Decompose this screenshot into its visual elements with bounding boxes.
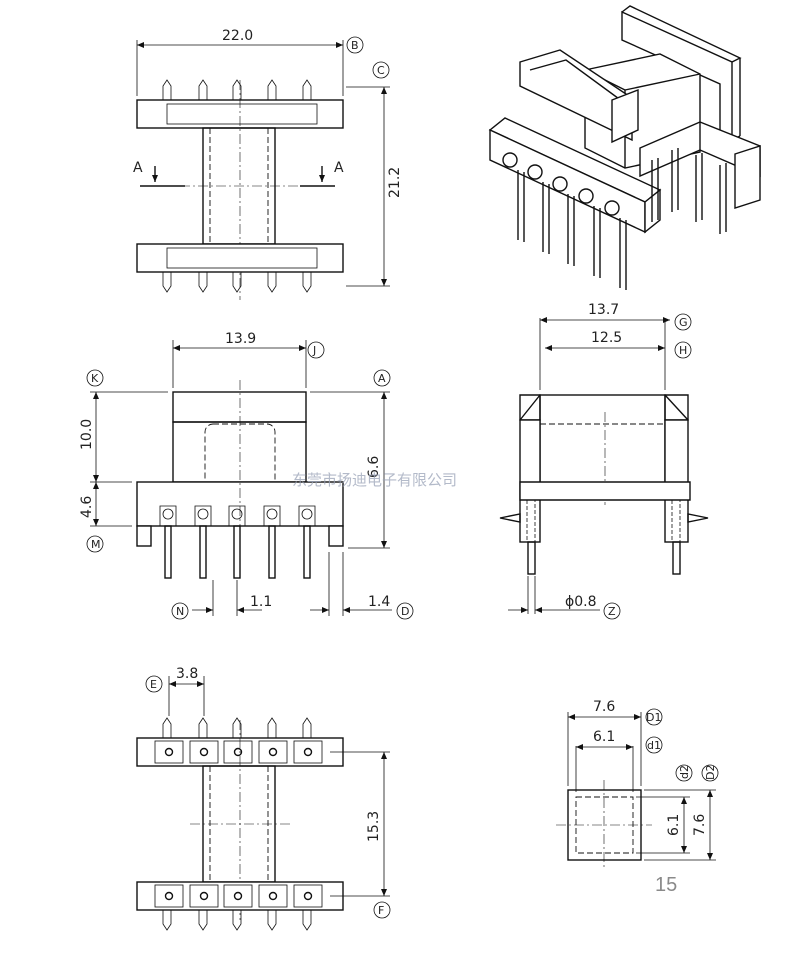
- dim-pin-offset: 1.1: [250, 594, 272, 610]
- dim-pin-diameter: ϕ0.8: [565, 594, 597, 610]
- section-mark-left: A: [133, 160, 143, 176]
- dim-square-outer-height: 7.6: [692, 814, 708, 836]
- dim-top-width: 22.0: [222, 28, 253, 44]
- ref-D1: D1: [646, 711, 661, 724]
- ref-d1: d1: [647, 739, 661, 752]
- ref-A: A: [378, 372, 386, 385]
- company-watermark: 东莞市扬迪电子有限公司: [292, 471, 457, 489]
- page-number: 15: [655, 874, 677, 896]
- dim-square-outer-width: 7.6: [593, 699, 615, 715]
- ref-N: N: [176, 605, 184, 618]
- dim-square-inner-width: 6.1: [593, 729, 615, 745]
- ref-F: F: [378, 904, 384, 917]
- dim-side-inner: 12.5: [591, 330, 622, 346]
- ref-H: H: [679, 344, 687, 357]
- ref-Z: Z: [608, 605, 616, 618]
- core-section-view: 7.6 D1 6.1 d1 6.1 d2 7.6 D2: [556, 699, 719, 870]
- dim-bottom-height: 15.3: [366, 811, 382, 842]
- dim-side-outer: 13.7: [588, 302, 619, 318]
- dim-square-inner-height: 6.1: [666, 814, 682, 836]
- side-view: 13.7 G 12.5 H ϕ0.8 Z: [499, 302, 709, 620]
- dim-bottom-pitch: 3.8: [176, 666, 198, 682]
- ref-G: G: [679, 316, 688, 329]
- ref-D2: D2: [704, 765, 717, 780]
- ref-B: B: [351, 39, 359, 52]
- ref-d2: d2: [678, 765, 691, 779]
- dim-front-base: 4.6: [79, 496, 95, 518]
- front-view: 13.9 J 10.0 4.6 K M 6.6 A 1.1 N 1.4 D: [79, 331, 414, 620]
- bottom-view: 3.8 E 15.3 F: [136, 666, 391, 931]
- isometric-view: [488, 5, 761, 290]
- section-mark-right: A: [334, 160, 344, 176]
- ref-C: C: [377, 64, 385, 77]
- dim-front-width: 13.9: [225, 331, 256, 347]
- dim-top-height: 21.2: [387, 167, 403, 198]
- ref-E: E: [150, 678, 157, 691]
- ref-M: M: [91, 538, 101, 551]
- ref-D: D: [401, 605, 409, 618]
- top-view: A A 22.0 21.2 B C: [133, 28, 403, 300]
- dim-front-height-left: 10.0: [79, 419, 95, 450]
- ref-J: J: [312, 344, 316, 357]
- dim-front-height-right: 6.6: [366, 456, 382, 478]
- dim-pin-edge: 1.4: [368, 594, 390, 610]
- ref-K: K: [91, 372, 99, 385]
